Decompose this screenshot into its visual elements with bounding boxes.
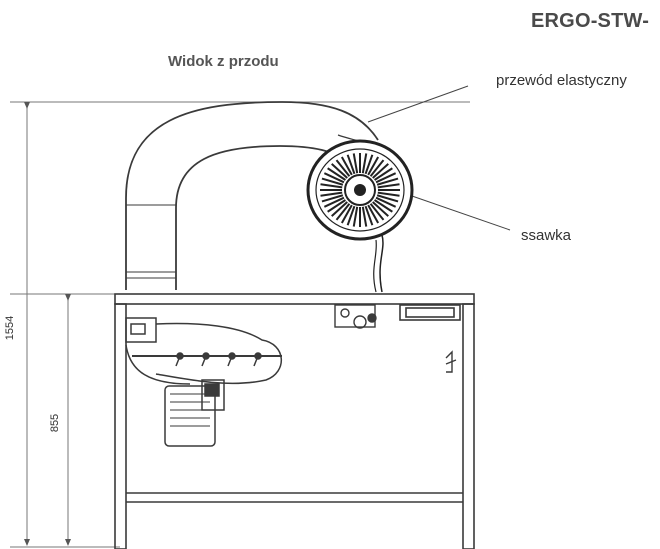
nozzle-grille-spoke [352,206,359,227]
nozzle-grille-spoke [367,156,380,176]
nozzle-grille-spoke [376,177,399,186]
fan-unit [125,317,283,385]
nozzle-grille-spoke [377,191,400,197]
nozzle-grille-spoke [372,163,389,179]
nozzle-grille-spoke [352,153,359,174]
nozzle-grille-spoke [335,159,351,177]
nozzle-grille-spoke [323,196,345,208]
nozzle-grille-spoke [377,183,400,189]
dimension-lines [10,101,470,548]
nozzle-grille-spoke [346,205,356,226]
motor [164,379,225,447]
nozzle-grille-spoke [374,199,393,213]
nozzle-grille-spoke [331,163,348,179]
label-nozzle: ssawka [521,227,572,244]
label-flexible-hose: przewód elastyczny [496,72,627,89]
nozzle-grille-spoke [320,183,343,189]
nozzle-grille-spoke [376,194,399,203]
nozzle-grille-spoke [327,167,346,181]
nozzle-grille-spoke [323,172,345,184]
nozzle-grille-spoke [372,201,389,217]
nozzle-grille-spoke [340,204,353,224]
nozzle-grille-spoke [374,167,393,181]
nozzle-grille-spoke [367,204,380,224]
nozzle-grille-spoke [375,172,397,184]
nozzle-grille-spoke [361,206,368,227]
nozzle-grille-spoke [361,153,368,174]
nozzle-grille-spoke [364,154,374,175]
control-panel [334,304,377,329]
nozzle-grille-spoke [375,196,397,208]
leader-hose [367,85,469,123]
view-subtitle: Widok z przodu [168,53,279,70]
leader-nozzle [411,195,511,231]
nozzle-grille-spoke [364,205,374,226]
suction-nozzle [306,139,414,293]
table-frame [114,293,475,549]
nozzle-grille-spoke [331,201,348,217]
nozzle-grille-spoke [320,191,343,197]
nozzle-grille-spoke [369,159,385,177]
nozzle-grille-spoke [369,203,385,221]
drawing-title: ERGO-STW- [531,10,650,32]
nozzle-grille-spoke [321,177,344,186]
leader-lines [367,85,511,231]
nozzle-grille-spoke [327,199,346,213]
nozzle-grille-spoke [346,154,356,175]
nozzle-grille-spoke [321,194,344,203]
nozzle-grille-spoke [335,203,351,221]
nozzle-grille-spoke [340,156,353,176]
